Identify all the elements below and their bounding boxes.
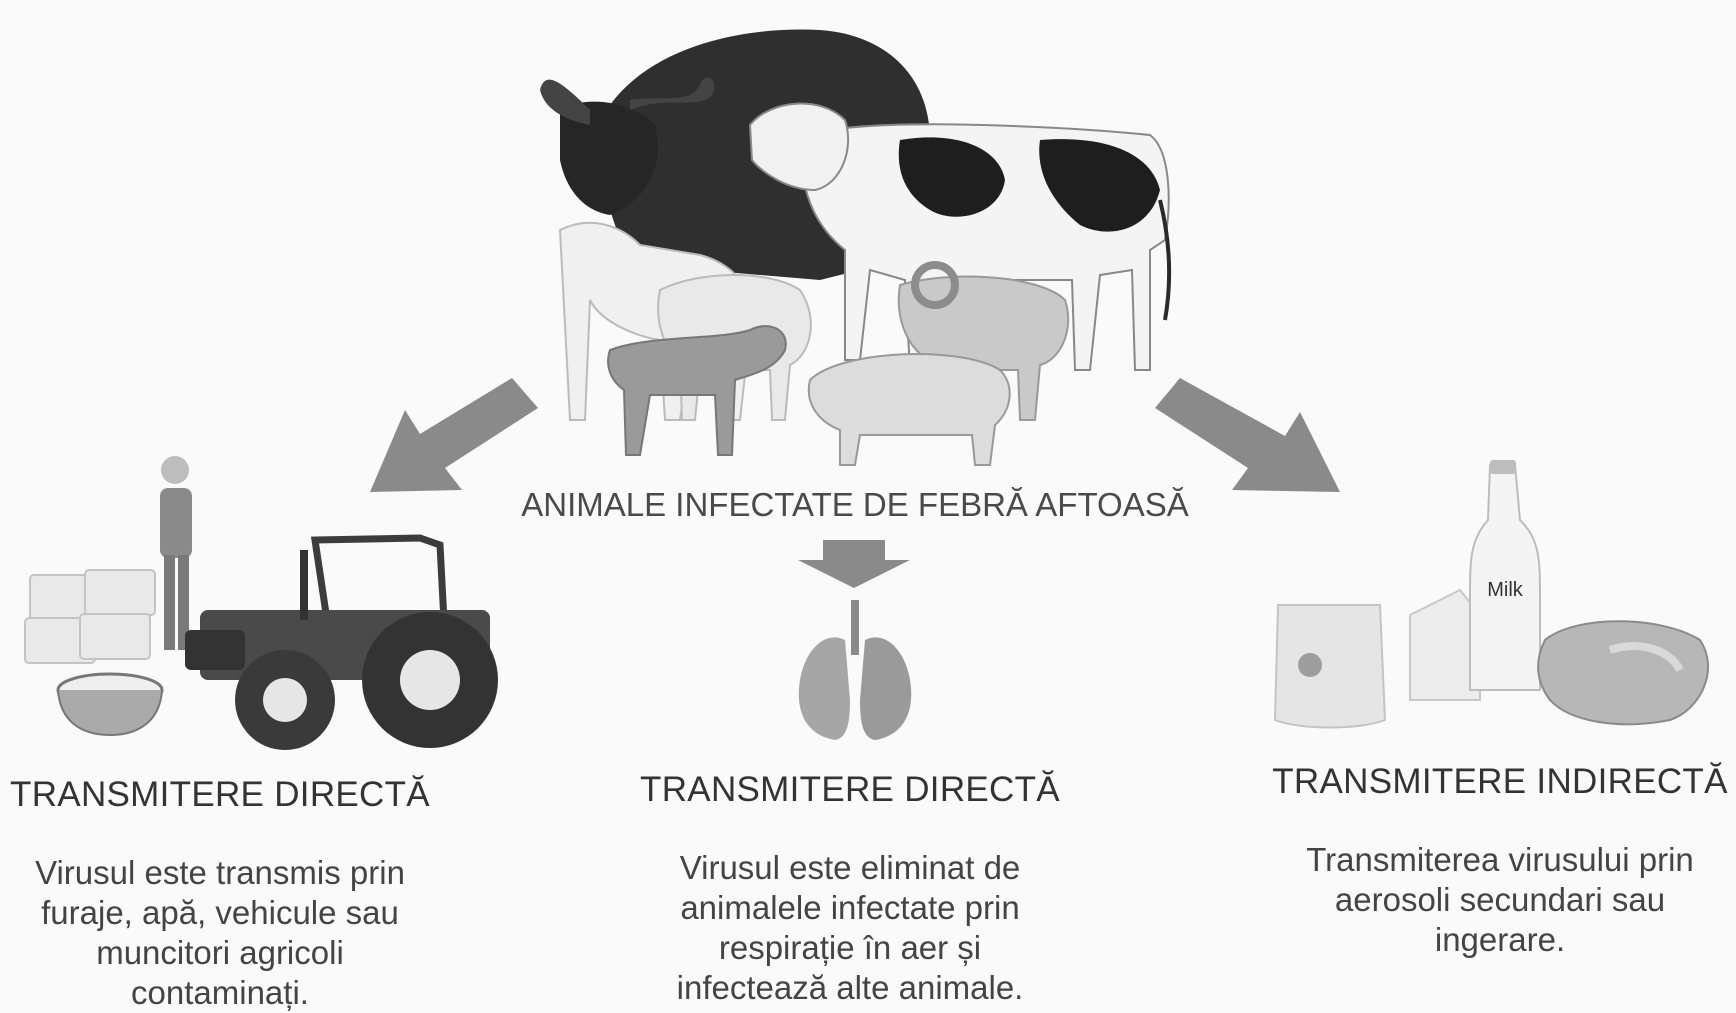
middle-line: animalele infectate prin	[680, 889, 1020, 926]
left-line: muncitori agricoli	[96, 934, 344, 971]
buffalo-horn-right	[630, 77, 715, 110]
right-line: Transmiterea virusului prin	[1306, 841, 1694, 878]
flow-arrows	[370, 378, 1340, 588]
milk-label: Milk	[1487, 579, 1524, 601]
left-line: contaminați.	[131, 974, 309, 1011]
middle-heading: TRANSMITERE DIRECTĂ	[640, 770, 1060, 809]
left-description: Virusul este transmis prin furaje, apă, …	[0, 853, 440, 1013]
left-caption: TRANSMITERE DIRECTĂ Virusul este transmi…	[0, 775, 440, 1013]
arrow-to-right	[1155, 378, 1340, 492]
contamination-sources-illustration	[24, 456, 498, 750]
trachea	[851, 600, 859, 655]
right-description: Transmiterea virusului prin aerosoli sec…	[1260, 840, 1736, 960]
milk-bottle	[1469, 464, 1541, 691]
ram-horn	[911, 261, 959, 309]
middle-caption: TRANSMITERE DIRECTĂ Virusul este elimina…	[630, 770, 1070, 1008]
middle-description: Virusul este eliminat de animalele infec…	[630, 848, 1070, 1008]
middle-line: respirație în aer și	[718, 929, 982, 966]
arrow-down	[798, 540, 910, 588]
lungs-illustration	[798, 600, 912, 740]
tractor	[185, 534, 498, 750]
left-line: furaje, apă, vehicule sau	[41, 894, 399, 931]
meat-marbling	[1608, 642, 1684, 673]
meat	[1537, 620, 1710, 726]
right-lung	[860, 637, 912, 740]
brown-goat	[607, 325, 787, 456]
middle-line: infectează alte animale.	[676, 969, 1024, 1006]
left-lung	[798, 637, 850, 740]
buffalo-horn-left	[540, 79, 590, 125]
feed-bag-logo	[1298, 653, 1322, 677]
arrow-to-left	[370, 378, 538, 492]
infected-animals-illustration	[540, 29, 1172, 466]
cow-tail	[1158, 199, 1172, 321]
food-products-illustration: Milk	[1273, 460, 1710, 729]
hay-bales	[24, 569, 156, 664]
right-line: ingerare.	[1434, 921, 1566, 958]
cow-head	[748, 102, 850, 192]
middle-line: Virusul este eliminat de	[679, 849, 1021, 886]
cow-spots	[898, 137, 1160, 232]
right-caption: TRANSMITERE INDIRECTĂ Transmiterea virus…	[1260, 762, 1736, 960]
water-basin	[57, 689, 163, 737]
buffalo-head	[560, 101, 658, 215]
milk-bottle-cap	[1490, 460, 1516, 474]
feed-bag	[1273, 604, 1387, 729]
farmer	[160, 456, 192, 650]
left-heading: TRANSMITERE DIRECTĂ	[10, 775, 430, 814]
right-line: aerosoli secundari sau	[1334, 881, 1666, 918]
left-line: Virusul este transmis prin	[35, 854, 405, 891]
right-heading: TRANSMITERE INDIRECTĂ	[1272, 762, 1728, 801]
pig	[807, 353, 1011, 466]
center-title: ANIMALE INFECTATE DE FEBRĂ AFTOASĂ	[521, 486, 1189, 523]
